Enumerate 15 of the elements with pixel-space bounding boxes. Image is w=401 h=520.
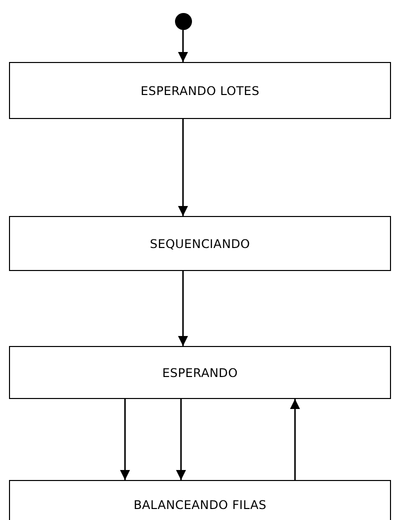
state-box <box>9 480 391 520</box>
state-box <box>9 216 391 271</box>
arrow <box>290 399 300 480</box>
state-label: BALANCEANDO FILAS <box>134 498 266 512</box>
state-box <box>9 346 391 399</box>
state-label: ESPERANDO LOTES <box>140 84 260 98</box>
arrow <box>120 399 130 480</box>
arrow <box>178 271 188 346</box>
arrow <box>178 30 188 62</box>
start-dot <box>175 13 192 30</box>
arrow <box>176 399 186 480</box>
state-label: ESPERANDO <box>162 366 238 380</box>
state-box <box>9 62 391 119</box>
state-label: SEQUENCIANDO <box>150 236 250 250</box>
arrow <box>178 119 188 216</box>
